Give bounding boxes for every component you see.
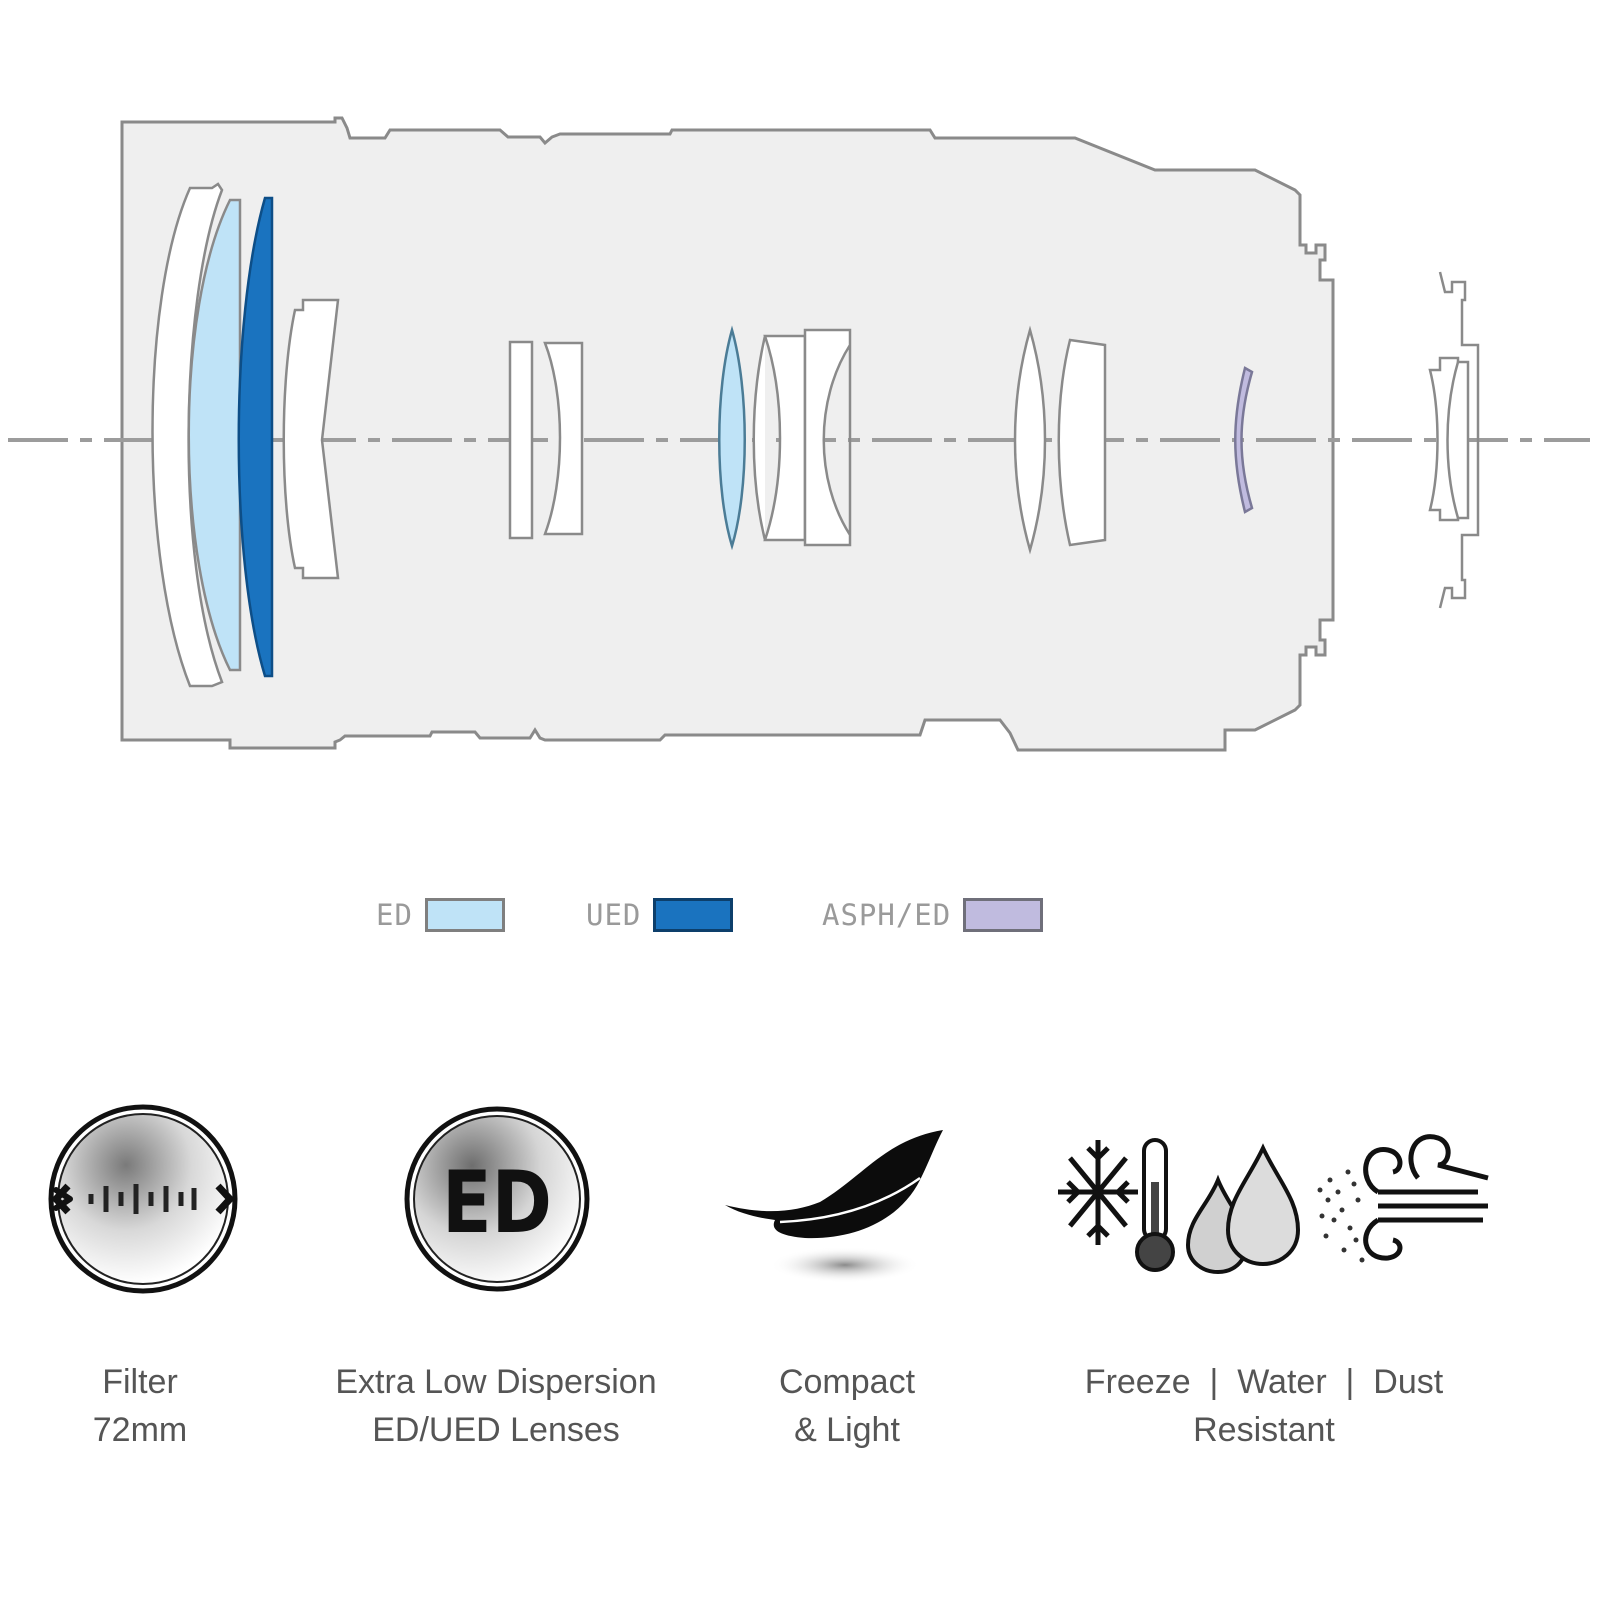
legend-swatch-ued	[653, 898, 734, 932]
water-drops-icon	[1185, 1143, 1301, 1275]
ed-icon-text: ED	[442, 1153, 552, 1253]
lens-element-asph-ed	[1234, 366, 1254, 514]
feature-caption-line2: ED/UED Lenses	[372, 1411, 620, 1449]
feature-caption-weather: Freeze | Water | Dust Resistant	[1034, 1358, 1494, 1454]
weather-resistance-icons	[1058, 1120, 1508, 1284]
lens-construction-diagram	[8, 116, 1590, 752]
feature-caption-compact: Compact & Light	[617, 1358, 1077, 1454]
feature-caption-filter: Filter 72mm	[0, 1358, 370, 1454]
legend-swatch-asph-ed	[963, 898, 1044, 932]
wind-icon	[1363, 1134, 1489, 1261]
lens-element-plain	[508, 340, 534, 540]
legend-item-asph-ed: ASPH/ED	[822, 898, 1044, 932]
lens-element-plain	[151, 182, 224, 688]
lens-element-plain	[1057, 338, 1107, 547]
feature-caption-line1: Freeze | Water | Dust	[1084, 1363, 1444, 1401]
dust-icon	[1317, 1169, 1365, 1263]
legend-swatch-ed	[424, 898, 505, 932]
lens-element-ed	[187, 198, 242, 672]
lens-element-ued	[237, 196, 274, 678]
thermometer-icon	[1135, 1138, 1175, 1272]
lens-element-plain	[1013, 325, 1047, 555]
feature-caption-ed: Extra Low Dispersion ED/UED Lenses	[266, 1358, 726, 1454]
feature-row: Filter 72mm ED Extra Low Dispersion ED/U…	[0, 1090, 1600, 1550]
lens-diagram-svg	[8, 116, 1590, 752]
lens-element-plain	[1446, 360, 1470, 520]
filter-size-icon	[46, 1102, 241, 1301]
snowflake-icon	[1058, 1140, 1138, 1245]
legend-item-ed: ED	[376, 898, 505, 932]
legend-label: ED	[376, 898, 413, 932]
feather-icon	[725, 1120, 965, 1294]
lens-element-ed	[718, 325, 746, 551]
lens-element-plain	[803, 328, 852, 547]
legend-label: ASPH/ED	[822, 898, 952, 932]
lens-element-plain	[752, 334, 807, 542]
lens-type-legend: ED UED ASPH/ED	[0, 898, 1600, 948]
feature-caption-line2: & Light	[794, 1411, 900, 1449]
lens-element-plain	[282, 298, 340, 580]
ed-lens-icon: ED	[402, 1104, 592, 1298]
feature-caption-line1: Filter	[102, 1363, 178, 1401]
lens-element-plain	[543, 341, 584, 536]
legend-label: UED	[586, 898, 642, 932]
feature-caption-line2: Resistant	[1193, 1411, 1335, 1449]
feature-caption-line1: Extra Low Dispersion	[335, 1363, 657, 1401]
legend-item-ued: UED	[586, 898, 734, 932]
feature-caption-line2: 72mm	[92, 1411, 188, 1449]
lens-mount-outline	[1438, 271, 1480, 609]
feature-caption-line1: Compact	[778, 1363, 916, 1401]
